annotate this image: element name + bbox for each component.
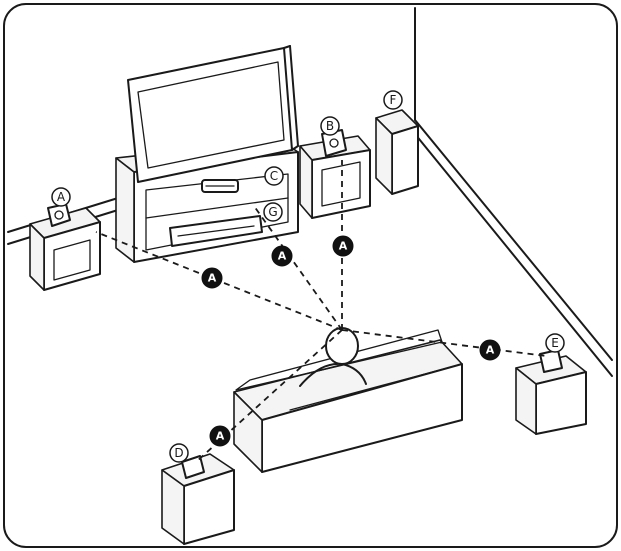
distance-marker-2: A: [271, 245, 293, 267]
svg-text:A: A: [339, 240, 348, 253]
svg-text:B: B: [326, 119, 334, 133]
distance-marker-1: A: [201, 267, 223, 289]
tv: [127, 45, 299, 183]
center-speaker: [201, 179, 239, 193]
distance-marker-5: A: [209, 425, 231, 447]
subwoofer: [375, 109, 419, 195]
label-surround-left: D: [169, 443, 189, 463]
label-front-right: B: [320, 116, 340, 136]
label-unit: G: [263, 202, 283, 222]
surround-left-speaker-stand: [161, 453, 235, 545]
svg-text:E: E: [551, 336, 559, 350]
svg-text:A: A: [208, 272, 217, 285]
label-front-left: A: [51, 187, 71, 207]
distance-marker-3: A: [332, 235, 354, 257]
svg-text:F: F: [390, 93, 397, 107]
room-walls: [7, 7, 613, 377]
front-left-speaker-stand: [29, 203, 101, 291]
line-to-surround-right: [341, 329, 547, 357]
line-to-center: [253, 205, 343, 331]
diagram-frame: [3, 3, 618, 548]
svg-text:G: G: [268, 205, 277, 219]
svg-text:A: A: [216, 430, 225, 443]
svg-text:D: D: [174, 446, 183, 460]
svg-text:A: A: [486, 344, 495, 357]
label-center: C: [264, 166, 284, 186]
sofa: [233, 329, 463, 473]
svg-text:A: A: [57, 190, 66, 204]
player-unit: [169, 215, 263, 247]
listener: [299, 327, 367, 387]
label-surround-right: E: [545, 333, 565, 353]
surround-right-speaker-stand: [515, 349, 587, 435]
distance-marker-4: A: [479, 339, 501, 361]
label-subwoofer: F: [383, 90, 403, 110]
svg-text:A: A: [278, 250, 287, 263]
front-right-speaker-stand: [299, 129, 371, 219]
svg-text:C: C: [270, 169, 278, 183]
